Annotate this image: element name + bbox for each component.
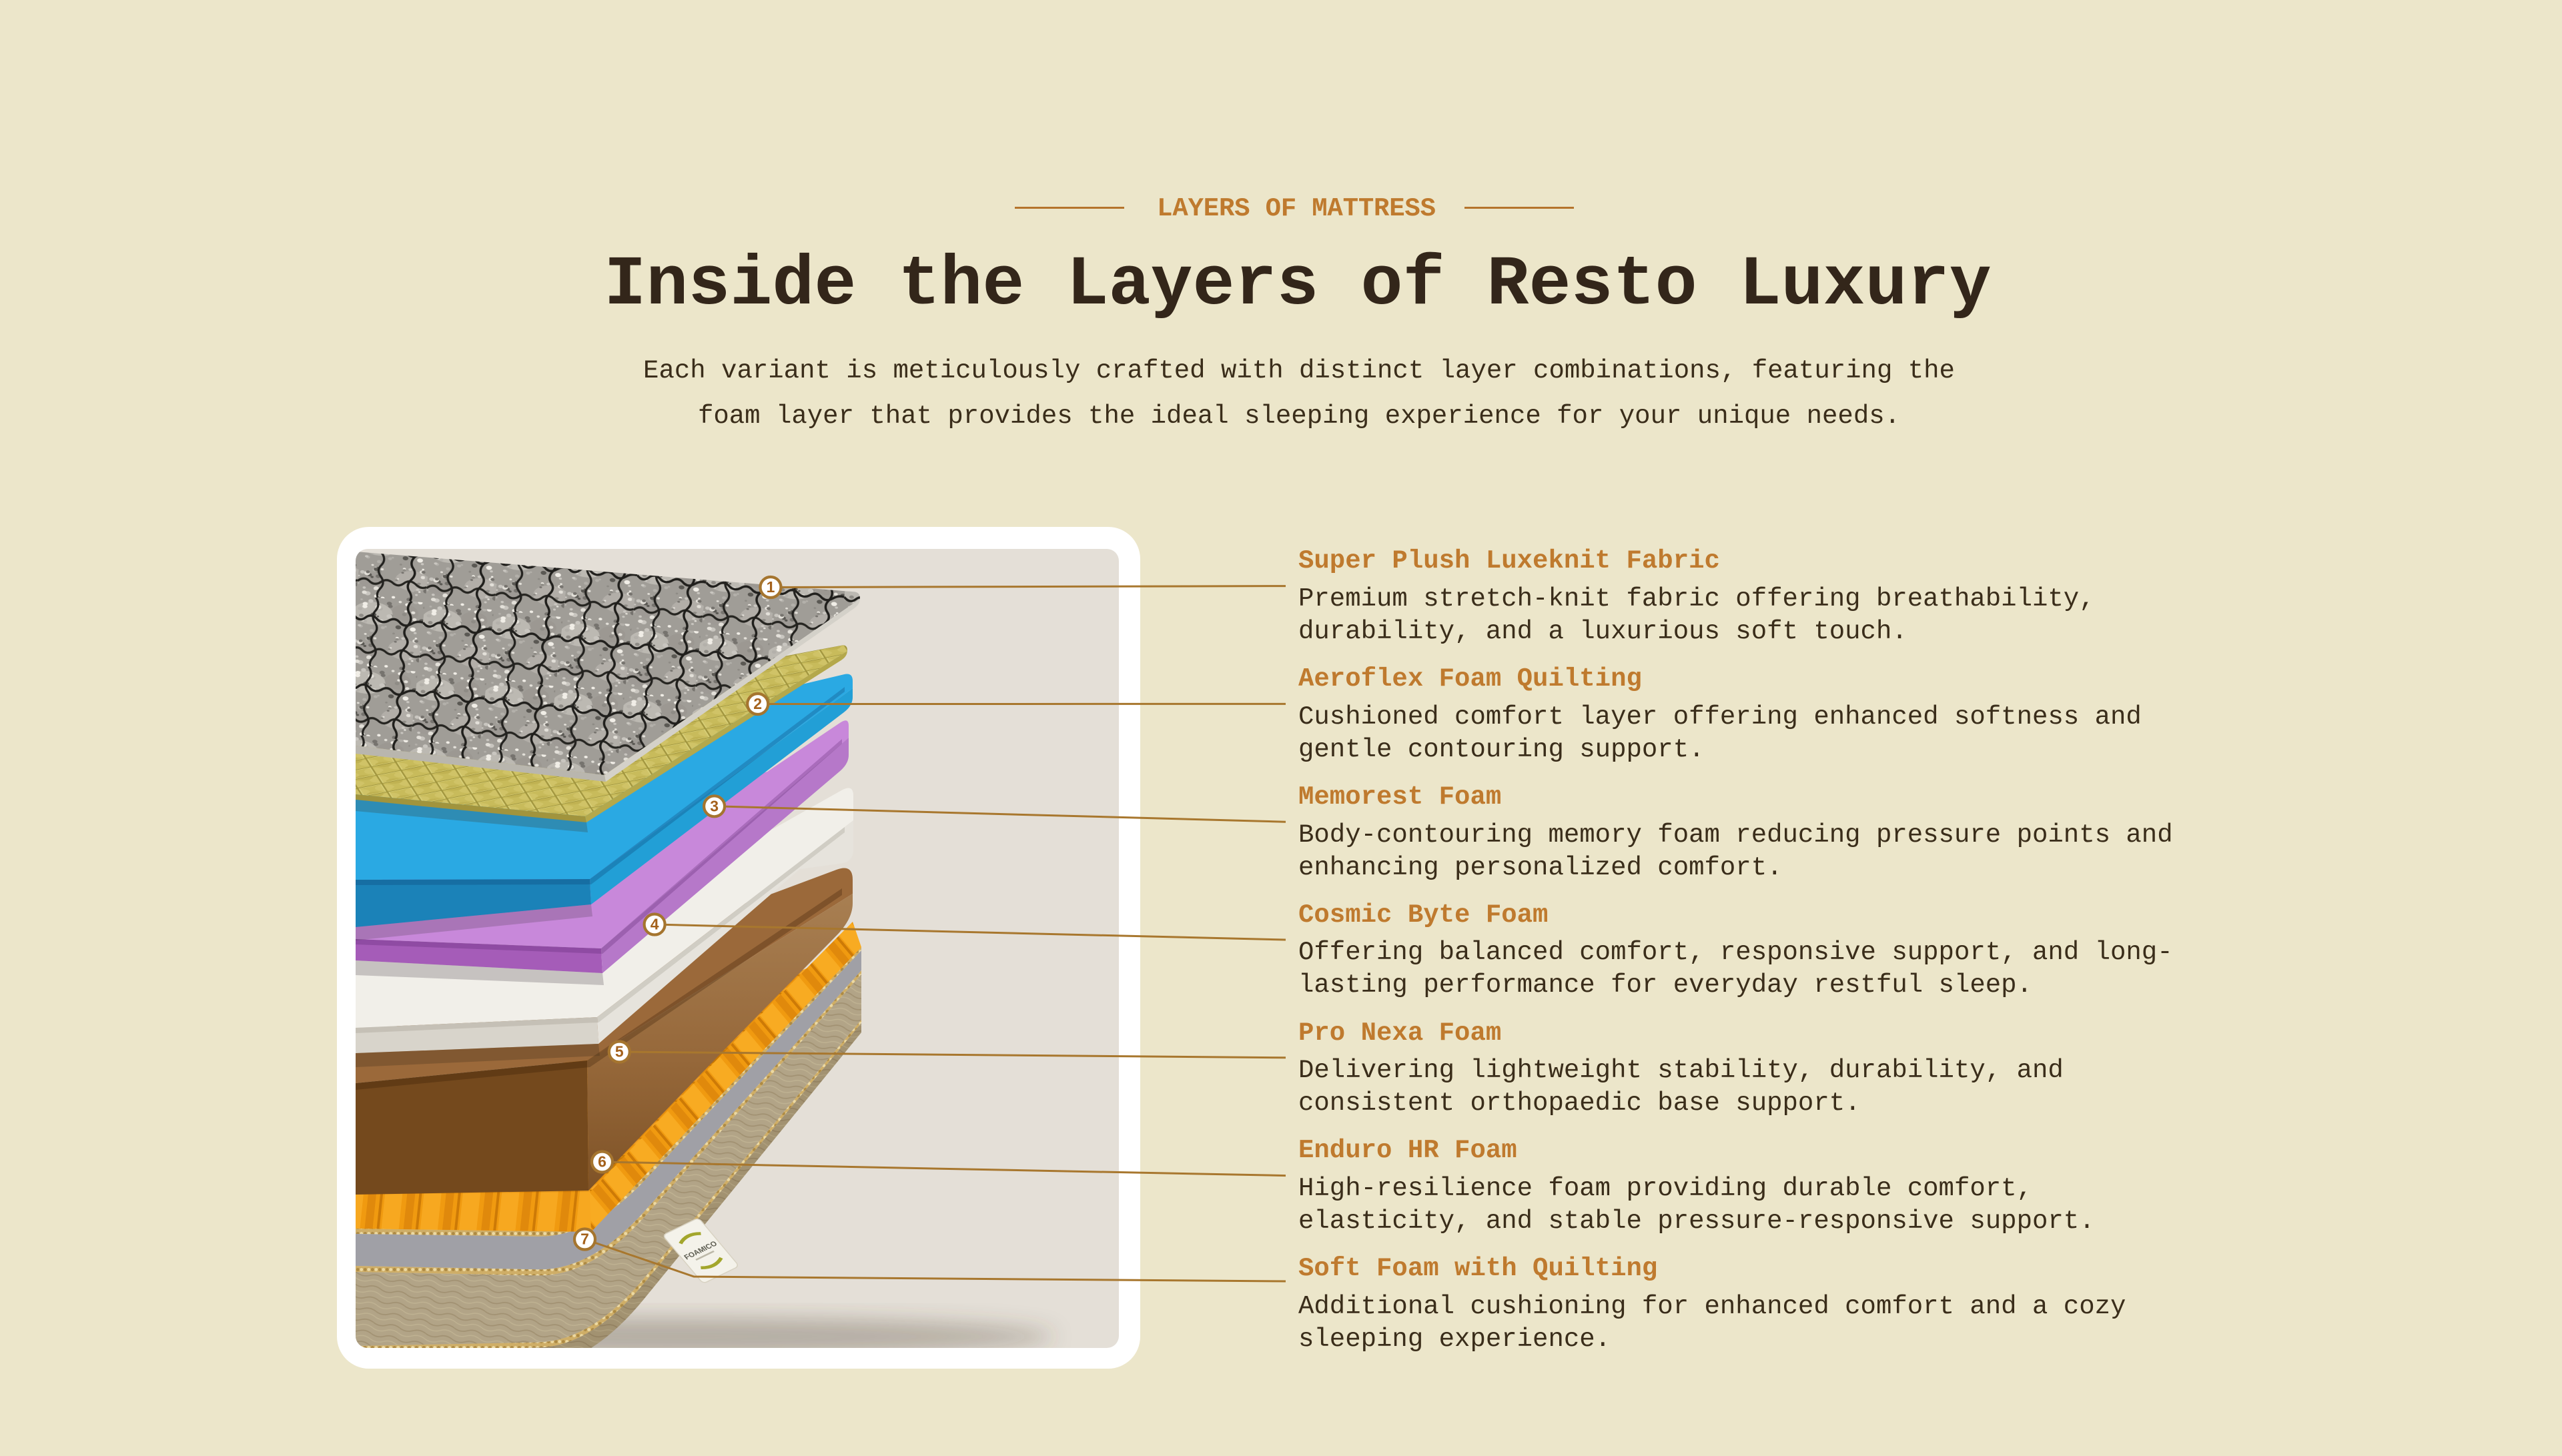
svg-text:2: 2 [753, 695, 762, 712]
svg-text:4: 4 [651, 916, 659, 933]
svg-text:6: 6 [598, 1153, 606, 1171]
svg-text:3: 3 [710, 797, 719, 814]
svg-text:5: 5 [615, 1043, 624, 1060]
svg-text:7: 7 [580, 1231, 589, 1248]
svg-text:1: 1 [767, 578, 775, 596]
